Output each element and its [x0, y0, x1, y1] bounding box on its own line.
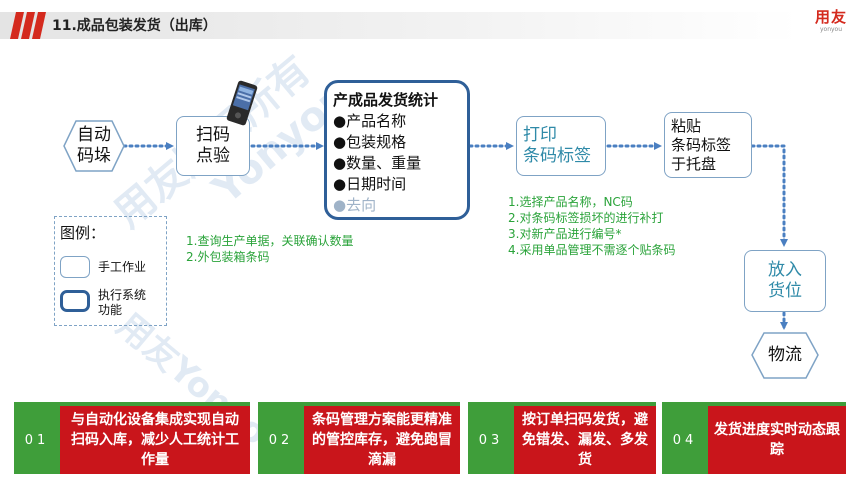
header-bar: [0, 12, 800, 39]
benefit-card-1: 01 与自动化设备集成实现自动扫码入库，减少人工统计工作量: [14, 402, 250, 474]
logo-sub-text: yonyou: [819, 26, 843, 33]
node-paste-label: 粘贴 条码标签 于托盘: [664, 112, 752, 178]
benefit-card-4: 04 发货进度实时动态跟踪: [662, 402, 846, 474]
logo-main-text: 用友: [814, 8, 847, 26]
stats-item-destination: ●去向: [333, 196, 377, 214]
benefit-num-3: 03: [468, 406, 514, 474]
hexagon-logistics: [751, 332, 819, 379]
benefit-text-4: 发货进度实时动态跟踪: [708, 406, 846, 474]
node-auto-stack: 自动 码垛: [77, 125, 111, 166]
note-scan-1: 1.查询生产单据，关联确认数量: [186, 234, 354, 248]
legend-system-swatch: [60, 290, 90, 312]
stats-item-quantity-weight: ●数量、重量: [333, 154, 422, 172]
benefit-text-3: 按订单扫码发货，避免错发、漏发、多发货: [514, 406, 656, 474]
benefit-text-1: 与自动化设备集成实现自动扫码入库，减少人工统计工作量: [60, 406, 250, 474]
benefit-num-2: 02: [258, 406, 304, 474]
node-print-label: 打印 条码标签: [516, 116, 606, 176]
legend-manual-swatch: [60, 256, 90, 278]
note-print-1: 1.选择产品名称，NC码: [508, 195, 633, 209]
stats-title: 产成品发货统计: [333, 91, 439, 109]
benefit-card-2: 02 条码管理方案能更精准的管控库存，避免跑冒滴漏: [258, 402, 460, 474]
legend-title: 图例：: [60, 224, 106, 242]
page-title: 11.成品包装发货（出库）: [52, 18, 217, 34]
node-scan-check: 扫码 点验: [176, 116, 250, 176]
benefit-text-2: 条码管理方案能更精准的管控库存，避免跑冒滴漏: [304, 406, 460, 474]
stats-item-product-name: ●产品名称: [333, 112, 407, 130]
note-print-4: 4.采用单品管理不需逐个贴条码: [508, 243, 676, 257]
arrow-paste-to-putaway: [750, 144, 788, 247]
benefit-num-4: 04: [662, 406, 708, 474]
node-logistics: 物流: [768, 345, 802, 365]
yonyou-logo: 用友 yonyou: [808, 8, 854, 34]
stats-list: ●产品名称 ●包装规格 ●数量、重量 ●日期时间 ●去向: [333, 111, 438, 216]
node-stats-system: [324, 80, 470, 220]
benefit-card-3: 03 按订单扫码发货，避免错发、漏发、多发货: [468, 402, 656, 474]
hexagon-auto-stack: [63, 120, 125, 172]
stats-content: 产成品发货统计 ●产品名称 ●包装规格 ●数量、重量 ●日期时间 ●去向: [333, 90, 438, 216]
header-stripes-icon: [10, 12, 46, 39]
node-putaway: 放入 货位: [744, 250, 826, 312]
legend-box: [54, 216, 167, 326]
note-print-3: 3.对新产品进行编号*: [508, 227, 622, 241]
legend-manual-label: 手工作业: [98, 260, 147, 274]
benefit-num-1: 01: [14, 406, 60, 474]
stats-item-datetime: ●日期时间: [333, 175, 407, 193]
stats-item-packing-spec: ●包装规格: [333, 133, 407, 151]
scanner-phone-icon: [226, 80, 258, 126]
note-scan-2: 2.外包装箱条码: [186, 250, 270, 264]
note-print-2: 2.对条码标签损坏的进行补打: [508, 211, 664, 225]
legend-system-label: 执行系统 功能: [98, 288, 147, 317]
slide-header: 11.成品包装发货（出库） 用友 yonyou: [0, 0, 860, 44]
